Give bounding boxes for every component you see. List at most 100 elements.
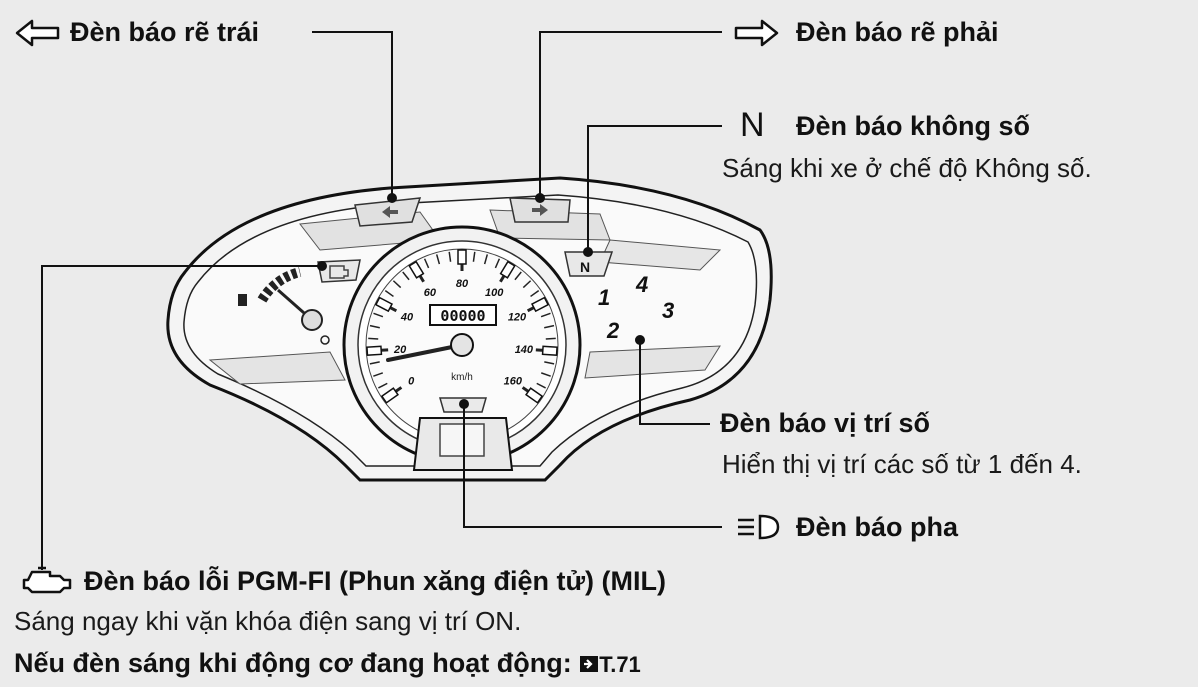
speed-minor-tick: [494, 258, 501, 269]
speed-tick-label: 120: [508, 311, 527, 323]
label-left-turn: Đèn báo rẽ trái: [70, 17, 260, 47]
engine-check-icon: [22, 566, 72, 594]
speed-tick-marker: [366, 345, 383, 357]
speed-minor-tick: [378, 382, 388, 389]
label-mil-desc: Sáng ngay khi vặn khóa điện sang vị trí …: [14, 606, 522, 636]
speed-tick-marker: [499, 260, 516, 279]
speed-minor-tick: [522, 280, 532, 289]
speed-tick-label: 20: [393, 344, 407, 356]
odometer-value: 00000: [440, 307, 485, 325]
speed-minor-tick: [368, 337, 379, 340]
dot-left-turn: [387, 193, 397, 203]
lower-right-reflector: [584, 345, 721, 379]
dot-highbeam: [459, 399, 469, 409]
speed-minor-tick: [544, 361, 555, 365]
lower-left-reflector: [208, 351, 346, 385]
speed-tick-label: 80: [456, 278, 469, 290]
speedometer-tick-labels: 0 20 40 60 80 100 120 140 160: [393, 278, 534, 388]
speedometer-hub: [450, 333, 474, 357]
left-arrow-icon: [15, 19, 60, 47]
dot-right-turn: [535, 193, 545, 203]
dot-mil: [317, 261, 327, 271]
speedometer-needle: [386, 343, 464, 362]
label-neutral-title: Đèn báo không số: [796, 111, 1031, 141]
label-right-turn: Đèn báo rẽ phải: [796, 17, 999, 47]
speed-minor-tick: [514, 271, 522, 281]
speed-minor-tick: [536, 382, 546, 389]
speed-minor-tick: [402, 271, 410, 281]
speed-tick-marker: [380, 387, 399, 404]
leader-highbeam: [463, 404, 722, 528]
fuel-gauge-hub: [301, 309, 323, 331]
fuel-gauge-pivot: [320, 335, 330, 345]
speed-tick-marker: [457, 249, 467, 265]
neutral-window-letter: N: [580, 259, 590, 275]
odometer-box: [429, 304, 497, 326]
speed-minor-tick: [369, 324, 380, 329]
speedometer: 0 20 40 60 80 100 120 140 160 00000 km/h: [342, 225, 582, 471]
speed-tick-label: 0: [408, 376, 415, 388]
label-gear-desc: Hiển thị vị trí các số từ 1 đến 4.: [722, 449, 1082, 479]
mil-running-text: Nếu đèn sáng khi động cơ đang hoạt động:: [14, 648, 572, 678]
mil-window: [317, 259, 361, 283]
right-arrow-icon: [734, 19, 779, 47]
dot-gear: [635, 335, 645, 345]
speed-tick-marker: [541, 345, 558, 357]
fuel-pump-icon: [238, 294, 247, 306]
speed-minor-tick: [392, 280, 402, 289]
leader-right-turn: [539, 31, 722, 198]
speed-minor-tick: [373, 372, 384, 377]
label-neutral-desc: Sáng khi xe ở chế độ Không số.: [722, 153, 1092, 183]
label-gear-title: Đèn báo vị trí số: [720, 408, 931, 438]
headlight-highbeam-icon: [738, 514, 780, 540]
gear-numeral-3: 3: [662, 298, 674, 323]
speed-minor-tick: [483, 254, 489, 265]
label-mil-title: Đèn báo lỗi PGM-FI (Phun xăng điện tử) (…: [84, 566, 667, 596]
page-reference-icon: [580, 656, 599, 672]
gear-position-indicator: 1 2 3 4 N: [580, 259, 674, 343]
speed-minor-tick: [544, 324, 555, 329]
fuel-gauge: [238, 267, 330, 345]
leader-lines: [41, 31, 722, 570]
speed-tick-label: 60: [424, 287, 437, 299]
leader-mil: [41, 265, 322, 570]
cluster-body: [166, 176, 773, 482]
leader-gear: [639, 340, 710, 425]
gear-numeral-1: 1: [598, 285, 610, 310]
speed-minor-tick: [369, 361, 380, 365]
speed-tick-label: 140: [515, 344, 534, 356]
page-reference-text: T.71: [599, 652, 641, 677]
speedometer-ticks: [366, 249, 558, 404]
speed-tick-marker: [374, 296, 394, 313]
speed-unit: km/h: [451, 372, 473, 383]
speed-tick-label: 160: [504, 376, 523, 388]
label-highbeam: Đèn báo pha: [796, 512, 959, 542]
speed-minor-tick: [472, 251, 476, 262]
neutral-n-icon: N: [740, 106, 765, 144]
leader-dots: [317, 193, 645, 409]
speed-tick-marker: [525, 387, 544, 404]
speed-minor-tick: [384, 290, 394, 298]
gear-numeral-2: 2: [606, 318, 620, 343]
speed-tick-label: 100: [485, 287, 504, 299]
mil-window-glyph: [329, 265, 349, 279]
label-mil-running: Nếu đèn sáng khi động cơ đang hoạt động:…: [14, 650, 641, 677]
speed-minor-tick: [530, 290, 540, 298]
speed-minor-tick: [373, 312, 384, 318]
speed-minor-tick: [540, 372, 551, 377]
right-turn-window-arrow: [532, 204, 548, 216]
leader-neutral: [587, 125, 722, 252]
page-reference[interactable]: T.71: [579, 652, 641, 677]
speed-tick-marker: [408, 260, 425, 279]
speed-minor-tick: [423, 258, 430, 269]
speed-minor-tick: [540, 312, 551, 318]
speed-tick-label: 40: [400, 311, 414, 323]
speed-tick-marker: [530, 296, 550, 313]
dot-neutral: [583, 247, 593, 257]
left-turn-window-arrow: [382, 206, 398, 218]
speed-minor-tick: [448, 251, 452, 262]
neutral-window: [564, 251, 614, 277]
fuel-gauge-arc: [257, 267, 302, 303]
